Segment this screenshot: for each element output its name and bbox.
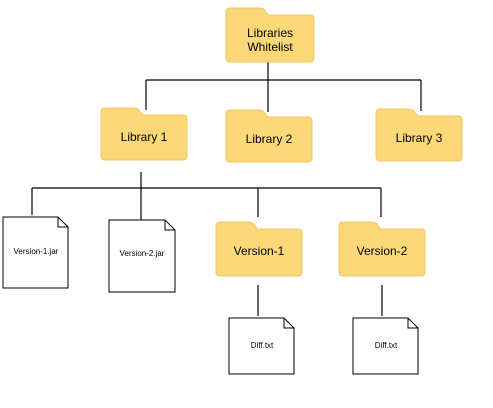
diff-2-file-icon-fold [407,318,418,329]
library-3-folder-icon [375,108,463,162]
version-2-jar-file-icon [108,219,176,293]
diff-1-file-icon [228,317,295,375]
node-diff-1-label: Diff.txt [250,341,274,351]
node-version-1-jar-label: Version-1.jar [13,247,59,257]
diff-1-file-icon-fold [283,318,294,329]
node-version-2-folder-label: Version-2 [356,244,408,259]
version-2-jar-file-icon-fold [164,220,175,231]
node-whitelist-label: Libraries Whitelist [226,20,314,62]
node-diff-2-label: Diff.txt [374,341,398,351]
version-1-folder-icon [215,221,303,277]
connector-whitelist-to-libraries [145,62,422,112]
node-library-1-label: Library 1 [120,130,168,145]
version-1-jar-file-icon [2,216,69,289]
whitelist-line-2: Whitelist [247,40,293,54]
node-version-2-jar-label: Version-2.jar [119,249,165,259]
connector-library1-to-children [31,172,382,220]
diff-2-file-icon [352,317,419,375]
node-version-1-folder-label: Version-1 [233,244,285,259]
version-2-folder-icon [338,221,426,277]
version-1-jar-file-icon-fold [57,217,68,228]
library-2-folder-icon [225,109,313,163]
node-library-3-label: Library 3 [395,131,443,146]
node-shapes [2,7,463,375]
connectors [31,62,422,316]
library-1-folder-icon [100,107,188,161]
whitelist-line-1: Libraries [246,26,294,41]
node-library-2-label: Library 2 [245,132,293,147]
whitelist-folder-icon [225,7,315,63]
